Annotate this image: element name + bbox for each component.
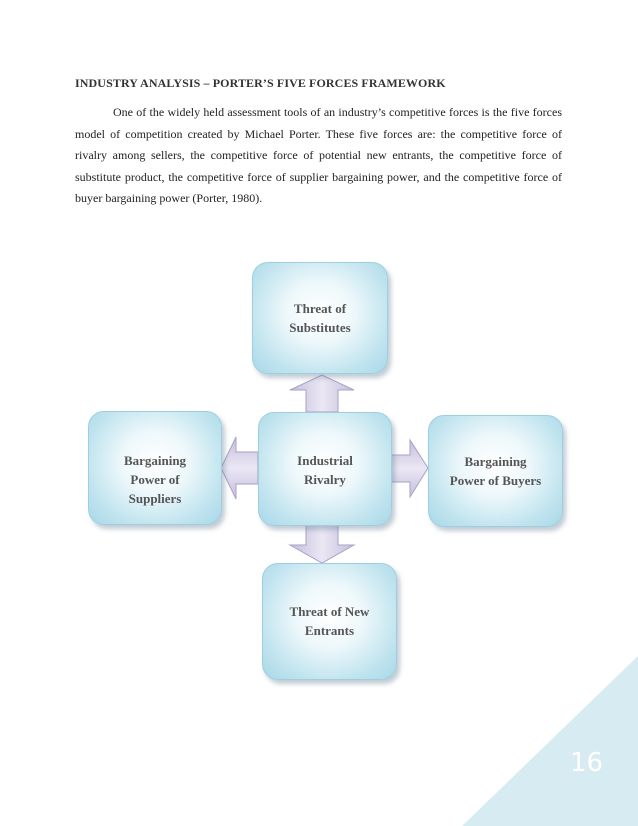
section-heading: INDUSTRY ANALYSIS – PORTER’S FIVE FORCES…: [75, 76, 446, 90]
arrow-left: [220, 436, 259, 500]
arrow-right: [389, 438, 429, 499]
box-threat-of-new-entrants: Threat of New Entrants: [262, 563, 397, 680]
paragraph-text: One of the widely held assessment tools …: [75, 105, 562, 205]
page-number: 16: [570, 748, 604, 778]
arrow-up: [289, 374, 355, 413]
arrow-down: [288, 524, 356, 564]
body-paragraph: One of the widely held assessment tools …: [75, 102, 562, 210]
corner-triangle: [462, 656, 638, 826]
box-label: Threat of New Entrants: [289, 604, 370, 638]
box-label: Industrial Rivalry: [297, 453, 353, 487]
box-label: Threat of Substitutes: [289, 301, 351, 335]
box-label: Bargaining Power of Buyers: [449, 454, 542, 488]
box-bargaining-power-buyers: Bargaining Power of Buyers: [428, 415, 563, 527]
box-threat-of-substitutes: Threat of Substitutes: [252, 262, 388, 374]
box-bargaining-power-suppliers: Bargaining Power of Suppliers: [88, 411, 222, 525]
box-industrial-rivalry: Industrial Rivalry: [258, 412, 392, 526]
box-label: Bargaining Power of Suppliers: [123, 452, 187, 506]
